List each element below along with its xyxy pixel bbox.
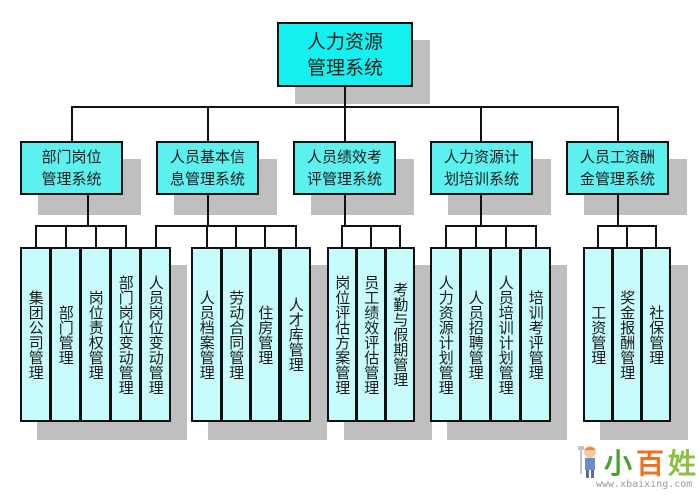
root-node-line1: 人力资源 bbox=[306, 30, 383, 53]
leaf-node: 岗位评估方案管理 bbox=[327, 247, 357, 422]
branch-node-line2: 管理系统 bbox=[41, 170, 102, 188]
leaf-drop-connector bbox=[399, 225, 401, 247]
leaf-node: 集团公司管理 bbox=[20, 247, 51, 422]
root-connector bbox=[344, 87, 346, 107]
branch-node-5: 人员工资酬金管理系统 bbox=[566, 141, 669, 195]
watermark-url: www.xbaixing.com bbox=[596, 479, 693, 490]
leaf-drop-connector bbox=[95, 225, 97, 247]
leaf-drop-connector bbox=[535, 225, 537, 247]
leaf-node: 人员档案管理 bbox=[191, 247, 222, 422]
branch-drop-5 bbox=[617, 106, 619, 142]
root-node: 人力资源 管理系统 bbox=[277, 22, 413, 87]
leaf-node: 人员招聘管理 bbox=[460, 247, 491, 422]
branch-node-line2: 息管理系统 bbox=[169, 170, 245, 188]
leaf-drop-connector bbox=[597, 225, 599, 247]
leaf-bus bbox=[155, 225, 297, 227]
leaf-drop-connector bbox=[475, 225, 477, 247]
leaf-drop-connector bbox=[626, 225, 628, 247]
leaf-drop-connector bbox=[235, 225, 237, 247]
branch-node-line2: 划培训系统 bbox=[443, 170, 519, 188]
branch-node-line1: 人员绩效考 bbox=[306, 148, 382, 166]
leaf-bus bbox=[35, 225, 127, 227]
leaf-drop-connector bbox=[505, 225, 507, 247]
branch-node-line2: 评管理系统 bbox=[306, 170, 382, 188]
leaf-node: 劳动合同管理 bbox=[221, 247, 251, 422]
leaf-bus bbox=[341, 225, 401, 227]
branch-down-connector bbox=[87, 195, 89, 226]
leaf-node: 人才库管理 bbox=[280, 247, 311, 422]
branch-down-connector bbox=[480, 195, 482, 226]
branch-node-line1: 人力资源计 bbox=[443, 148, 519, 166]
leaf-drop-connector bbox=[155, 225, 157, 247]
leaf-node: 人员岗位变动管理 bbox=[140, 247, 171, 422]
branch-down-connector bbox=[617, 195, 619, 226]
leaf-drop-connector bbox=[341, 225, 343, 247]
leaf-bus bbox=[597, 225, 657, 227]
branch-node-4: 人力资源计划培训系统 bbox=[430, 141, 533, 195]
leaf-node: 人员培训计划管理 bbox=[490, 247, 521, 422]
leaf-drop-connector bbox=[206, 225, 208, 247]
leaf-node: 部门岗位变动管理 bbox=[110, 247, 141, 422]
mascot-icon bbox=[578, 446, 596, 478]
leaf-node: 考勤与假期管理 bbox=[385, 247, 415, 422]
watermark-brand: 小百姓 bbox=[604, 442, 700, 482]
leaf-node: 社保管理 bbox=[641, 247, 671, 422]
leaf-node: 奖金报酬管理 bbox=[612, 247, 642, 422]
branch-down-connector bbox=[207, 195, 209, 226]
branch-node-line1: 人员基本信 bbox=[169, 148, 245, 166]
leaf-node: 工资管理 bbox=[583, 247, 613, 422]
watermark-char-3: 姓 bbox=[668, 447, 700, 480]
leaf-drop-connector bbox=[445, 225, 447, 247]
leaf-drop-connector bbox=[125, 225, 127, 247]
leaf-node: 部门管理 bbox=[50, 247, 81, 422]
watermark-char-1: 小 bbox=[604, 447, 637, 480]
leaf-drop-connector bbox=[65, 225, 67, 247]
watermark: 小百姓 www.xbaixing.com bbox=[578, 442, 698, 492]
branch-node-3: 人员绩效考评管理系统 bbox=[293, 141, 396, 195]
leaf-drop-connector bbox=[295, 225, 297, 247]
leaf-bus bbox=[445, 225, 537, 227]
leaf-drop-connector bbox=[655, 225, 657, 247]
branch-down-connector bbox=[344, 195, 346, 226]
branch-node-line2: 金管理系统 bbox=[579, 170, 655, 188]
leaf-node: 人力资源计划管理 bbox=[430, 247, 461, 422]
leaf-node: 住房管理 bbox=[250, 247, 280, 422]
leaf-node: 员工绩效评估管理 bbox=[356, 247, 386, 422]
leaf-node: 岗位责权管理 bbox=[80, 247, 111, 422]
branch-drop-1 bbox=[71, 106, 73, 142]
leaf-drop-connector bbox=[35, 225, 37, 247]
branch-drop-3 bbox=[344, 106, 346, 142]
branch-node-line1: 部门岗位 bbox=[41, 148, 102, 166]
leaf-drop-connector bbox=[264, 225, 266, 247]
branch-drop-2 bbox=[207, 106, 209, 142]
branch-node-2: 人员基本信息管理系统 bbox=[156, 141, 259, 195]
branch-node-1: 部门岗位管理系统 bbox=[20, 141, 123, 195]
root-node-line2: 管理系统 bbox=[306, 56, 383, 79]
branch-node-line1: 人员工资酬 bbox=[579, 148, 655, 166]
watermark-char-2: 百 bbox=[636, 447, 669, 480]
leaf-drop-connector bbox=[370, 225, 372, 247]
branch-drop-4 bbox=[480, 106, 482, 142]
leaf-node: 培训考评管理 bbox=[520, 247, 551, 422]
